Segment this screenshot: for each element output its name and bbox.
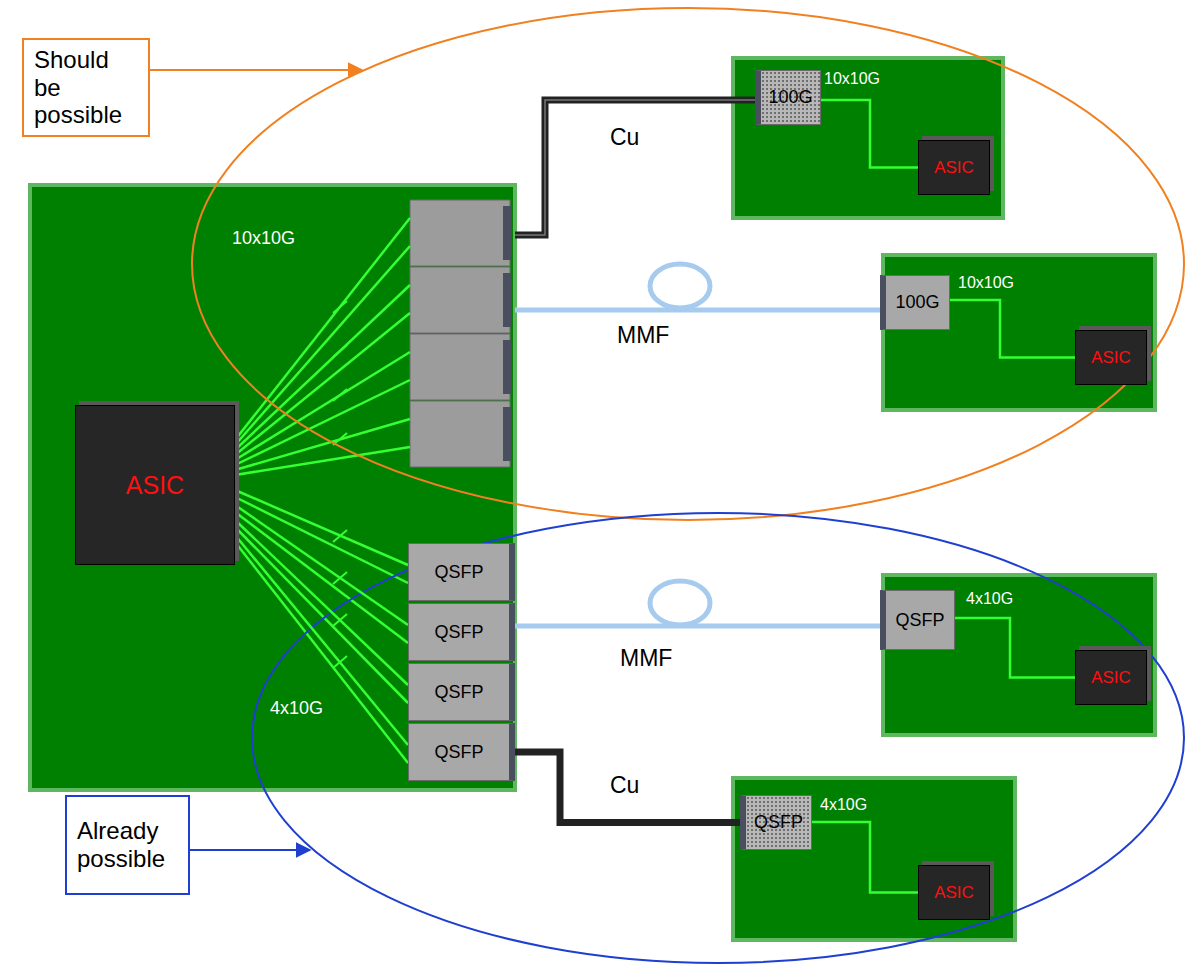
- fibre-link: [515, 624, 880, 629]
- qsfp-module: QSFP: [408, 663, 515, 721]
- node-text: ASIC: [1091, 668, 1131, 688]
- node-text: QSFP: [434, 562, 483, 583]
- node-text: ASIC: [1091, 348, 1131, 368]
- callout-box: Should be possible: [22, 38, 150, 137]
- callout-box: Already possible: [65, 795, 190, 895]
- signal-label: 10x10G: [232, 228, 295, 249]
- node-text: ASIC: [126, 471, 184, 500]
- qsfp-module: QSFP: [408, 603, 515, 661]
- group-ellipse: [252, 513, 1184, 963]
- signal-label: 4x10G: [270, 698, 323, 719]
- node-text: ASIC: [934, 883, 974, 903]
- copper-cable: [515, 100, 755, 235]
- optical-module: 100G: [755, 70, 821, 125]
- bus-line: [235, 218, 410, 763]
- node-text: Should be possible: [34, 46, 138, 129]
- bus-link: [821, 100, 918, 168]
- bus-link: [812, 822, 918, 893]
- copper-link: [515, 752, 740, 823]
- module-cage: [410, 200, 510, 467]
- node-text: QSFP: [754, 812, 803, 833]
- node-text: ASIC: [934, 158, 974, 178]
- node-text: 100G: [768, 87, 812, 108]
- asic-chip: ASIC: [1075, 330, 1147, 385]
- callout-arrow: [190, 849, 310, 851]
- fibre-loop: [650, 264, 710, 308]
- group-ellipse: [192, 8, 1184, 520]
- qsfp-module: QSFP: [740, 795, 812, 850]
- bus-link: [235, 520, 408, 685]
- signal-label: Cu: [608, 124, 641, 150]
- main-board: [30, 185, 515, 790]
- signal-label: MMF: [615, 322, 671, 348]
- remote-board: [733, 778, 1015, 940]
- qsfp-module: QSFP: [880, 590, 955, 650]
- callout-arrow: [150, 69, 362, 71]
- bus-link: [955, 618, 1075, 678]
- fibre-loop: [650, 581, 710, 625]
- node-text: 100G: [895, 292, 939, 313]
- node-text: Already possible: [77, 817, 178, 872]
- bus-link: [235, 535, 408, 745]
- fibre-cable: [515, 308, 880, 313]
- remote-board: [733, 58, 1003, 218]
- link-label: MMF: [618, 645, 674, 671]
- link-label: Cu: [608, 772, 641, 798]
- asic-chip: ASIC: [918, 865, 990, 920]
- module-connector: [503, 206, 511, 461]
- node-text: QSFP: [434, 742, 483, 763]
- bus-link: [235, 490, 408, 565]
- node-text: QSFP: [434, 682, 483, 703]
- bus-link: [950, 300, 1075, 358]
- qsfp-module: QSFP: [408, 543, 515, 601]
- node-text: QSFP: [895, 610, 944, 631]
- bus-slash: [333, 301, 347, 668]
- link-label: 4x10G: [966, 590, 1013, 608]
- asic-chip: ASIC: [918, 140, 990, 195]
- asic-chip: ASIC: [1075, 650, 1147, 705]
- link-label: 4x10G: [820, 796, 867, 814]
- node-text: QSFP: [434, 622, 483, 643]
- link-label: 10x10G: [824, 70, 880, 88]
- asic-chip: ASIC: [75, 405, 235, 565]
- qsfp-module: QSFP: [408, 723, 515, 781]
- optical-module: 100G: [880, 275, 950, 330]
- copper-cable-core: [515, 100, 755, 235]
- link-label: 10x10G: [958, 274, 1014, 292]
